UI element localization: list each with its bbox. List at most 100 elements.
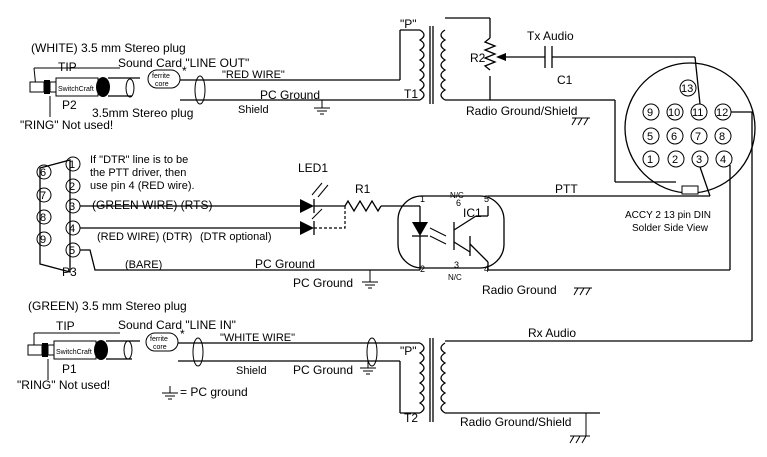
din-pin-6 (666, 127, 684, 145)
p1-star: * (180, 327, 185, 341)
p1-brand: SwitchCraft (56, 349, 92, 356)
t1-primary-coil (418, 29, 425, 101)
t2-gnd-t1 (569, 435, 575, 444)
dtr-note-1: If "DTR" line is to be (90, 154, 188, 166)
ic1-ray-1 (429, 227, 447, 237)
din-pin-2 (667, 150, 685, 168)
led1-ray-2 (317, 184, 329, 198)
db9-pin-8 (36, 209, 52, 225)
db9-pins: 6 1 7 2 8 3 9 4 5 (36, 156, 81, 258)
t1-p-label: "P" (400, 17, 417, 31)
c1-label: C1 (557, 73, 573, 87)
din-pin-12-label: 12 (716, 107, 728, 119)
din-pin-5 (642, 127, 660, 145)
p1-shield-ring-2 (366, 337, 378, 367)
db9-pin-8-label: 8 (40, 212, 46, 224)
din-pin-8 (714, 127, 732, 145)
rx-audio-label: Rx Audio (528, 326, 576, 340)
db9-pin-7 (36, 187, 52, 203)
p2-ferrite-text-a: ferrite (152, 73, 170, 80)
transformer-t1: "P" T1 R2 Tx Audio C1 Radio Ground/Shiel… (400, 17, 695, 183)
din-pin-9 (642, 103, 660, 121)
p2-below: 3.5mm Stereo plug (92, 106, 193, 120)
din-pin-13-label: 13 (681, 83, 693, 95)
db9-pin-7-label: 7 (40, 190, 46, 202)
din-pin-7 (690, 127, 708, 145)
p2-star: * (182, 64, 187, 78)
led1-lower (300, 221, 314, 235)
t1-gnd-t3 (583, 117, 589, 126)
din-pin-4-label: 4 (720, 154, 726, 166)
din-pin-5-label: 5 (647, 131, 653, 143)
t2-gnd-t2 (575, 435, 581, 444)
din-label-2: Solder Side View (632, 223, 709, 234)
ic1-ray-2 (429, 235, 447, 245)
t2-secondary-coil (440, 342, 447, 414)
dtr-optional: (DTR optional) (200, 231, 272, 243)
dtr-note-2: the PTT driver, then (90, 167, 186, 179)
p1-title: (GREEN) 3.5 mm Stereo plug (28, 299, 187, 313)
din-pin-13 (679, 79, 697, 97)
green-wire-label: (GREEN WIRE) (RTS) (92, 198, 212, 212)
db9-shell (39, 159, 71, 273)
r1-resistor (344, 199, 382, 213)
ic1-pin3: 3 (454, 260, 459, 270)
p2-wire-label: "RED WIRE" (222, 69, 285, 81)
tx-audio-label: Tx Audio (527, 29, 574, 43)
bare-label: (BARE) (125, 259, 162, 271)
p1-tip (27, 344, 43, 356)
plug-p1: (GREEN) 3.5 mm Stereo plug TIP SwitchCra… (17, 299, 400, 400)
p1-ferrite-text-b: core (153, 344, 167, 351)
led1-label: LED1 (298, 161, 328, 175)
p2-name: P2 (62, 98, 77, 112)
led1-ray-1 (311, 182, 323, 196)
din-pin-6-label: 6 (671, 131, 677, 143)
ic1-pin6: 6 (456, 198, 461, 208)
db9-pin-5-label: 5 (69, 245, 75, 257)
r2-pot (483, 37, 497, 71)
t1-gnd-t1 (571, 117, 577, 126)
t1-name: T1 (404, 87, 418, 101)
legend-text: = PC ground (180, 385, 248, 399)
p1-soundcard: Sound Card "LINE IN" (118, 318, 236, 332)
radio-ground-label: Radio Ground (482, 283, 557, 297)
ic1-pin2: 2 (420, 264, 425, 274)
din-pin-9-label: 9 (647, 107, 653, 119)
ic1-body (397, 195, 505, 269)
db9-pin-9 (36, 231, 52, 247)
din-connector: 13 9 10 11 12 5 6 7 8 1 2 3 4 ACCY (624, 56, 756, 341)
p2-ferrite (147, 69, 181, 89)
t2-primary-coil (418, 342, 425, 414)
p2-ring-note: "RING" Not used! (20, 118, 113, 132)
tx-to-pin11 (694, 56, 701, 105)
din-pin-4 (715, 150, 733, 168)
db9-connector: 6 1 7 2 8 3 9 4 5 P3 If "DTR" line is to… (36, 154, 420, 290)
db9-pin-4-label: 4 (69, 223, 75, 235)
p1-shield: Shield (236, 365, 267, 377)
ic1-optocoupler: IC1 1 2 4 5 N/C 6 3 N/C PTT Radio Ground (397, 182, 730, 297)
ic1-emitter-1 (453, 241, 471, 253)
ic-gnd-t1 (573, 287, 579, 296)
p1-ferrite-ring (123, 340, 133, 360)
din-pins: 13 9 10 11 12 5 6 7 8 1 2 3 4 (642, 79, 733, 168)
p2-sleeve-a (49, 81, 57, 93)
ic1-pin4: 4 (484, 264, 489, 274)
p2-pcground: PC Ground (260, 88, 320, 102)
p2-boot (96, 77, 110, 97)
p1-ferrite (145, 332, 179, 352)
t2-gnd-t3 (581, 435, 587, 444)
r2-label: R2 (470, 51, 486, 65)
p1-boot (94, 340, 108, 360)
din-pin-7-label: 7 (695, 131, 701, 143)
p1-shield-ring (192, 337, 204, 367)
ic-gnd-t2 (579, 287, 585, 296)
p1-pcground: PC Ground (293, 363, 353, 377)
din-pin-8-label: 8 (719, 131, 725, 143)
din-pin-1 (642, 150, 660, 168)
p1-wire-label: "WHITE WIRE" (220, 332, 295, 344)
din-key (681, 185, 699, 195)
r2-wiper (496, 53, 506, 61)
db9-pin-6-label: 6 (40, 167, 46, 179)
din-pin-3-label: 3 (696, 154, 702, 166)
p1-ring-note: "RING" Not used! (17, 378, 110, 392)
